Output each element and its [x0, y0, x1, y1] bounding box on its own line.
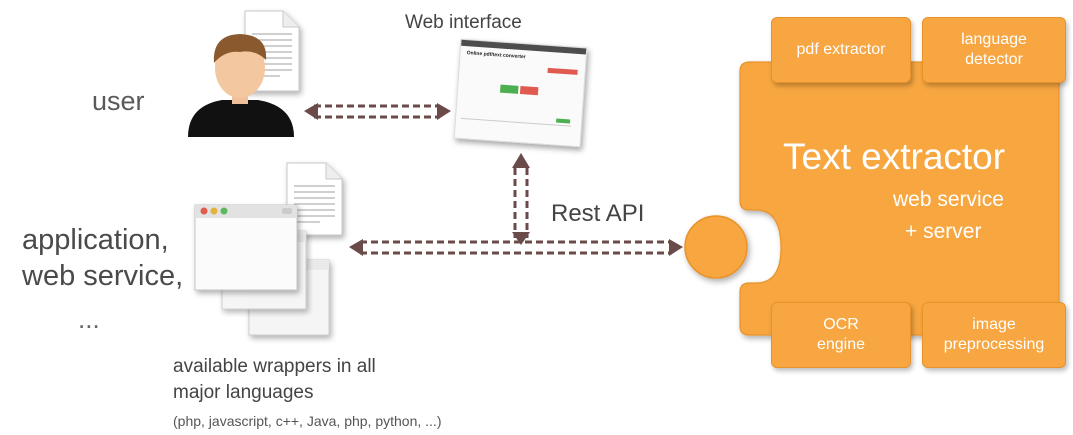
api-connector-circle — [684, 215, 748, 279]
app-windows-icon — [194, 204, 330, 336]
wrappers-line2: major languages — [173, 382, 314, 403]
web-interface-screenshot: Online pdf/text converter — [453, 38, 588, 148]
screenshot-red-button — [519, 85, 539, 96]
application-label-line2: web service, — [22, 260, 184, 292]
module-language-detector-line2: detector — [965, 51, 1023, 68]
module-image-preprocessing-line2: preprocessing — [943, 336, 1045, 353]
arrowhead-right-extractor — [669, 239, 683, 256]
arrowhead-down-api — [512, 232, 530, 245]
module-image-preprocessing: image preprocessing — [922, 302, 1066, 368]
module-ocr-engine-line2: engine — [816, 336, 866, 353]
text-extractor-subtitle-2: + server — [905, 220, 982, 243]
arrowhead-left-user — [304, 103, 318, 120]
screenshot-title: Online pdf/text converter — [466, 50, 526, 61]
user-avatar-icon — [188, 34, 294, 137]
wrappers-languages-list: (php, javascript, c++, Java, php, python… — [173, 413, 442, 429]
screenshot-submit-button — [556, 118, 571, 124]
document-icon-bottom — [286, 162, 343, 236]
web-interface-label: Web interface — [405, 12, 522, 33]
module-language-detector-line1: language — [961, 31, 1027, 48]
module-pdf-extractor-label: pdf extractor — [796, 41, 886, 58]
module-pdf-extractor: pdf extractor — [771, 17, 911, 83]
module-ocr-engine: OCR engine — [771, 302, 911, 368]
rest-api-label: Rest API — [551, 200, 645, 227]
ellipsis-label: ... — [78, 304, 100, 334]
module-image-preprocessing-line1: image — [972, 316, 1016, 333]
text-extractor-title: Text extractor — [783, 136, 1006, 177]
screenshot-divider — [461, 117, 571, 127]
arrowhead-right-web — [437, 103, 451, 120]
arrowhead-up-web — [512, 153, 530, 168]
arrow-app-extractor — [360, 240, 672, 255]
application-label-line1: application, — [22, 224, 169, 256]
arrow-web-api — [513, 168, 529, 238]
arrow-user-web — [314, 104, 440, 119]
screenshot-red-bar — [547, 67, 578, 75]
text-extractor-subtitle-1: web service — [893, 188, 1004, 211]
wrappers-line1: available wrappers in all — [173, 356, 376, 377]
screenshot-green-button — [499, 84, 519, 94]
wrappers-label: available wrappers in all major language… — [173, 354, 376, 406]
module-ocr-engine-line1: OCR — [823, 316, 859, 333]
module-language-detector: language detector — [922, 17, 1066, 83]
application-label: application, web service, — [22, 222, 183, 294]
arrowhead-left-app — [349, 239, 363, 256]
user-label: user — [92, 86, 145, 116]
